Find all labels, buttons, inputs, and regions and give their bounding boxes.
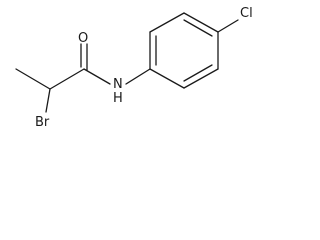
bond-nitrogen-to-ring xyxy=(125,68,151,85)
atom-label-nitrogen: N xyxy=(113,77,123,92)
ring-inner-double-bond-bottom-right xyxy=(183,64,213,82)
bond-ring-to-chlorine xyxy=(217,19,239,33)
atom-label-hydrogen: H xyxy=(113,91,123,106)
ring-bond-5 xyxy=(183,68,219,89)
ring-bond-2 xyxy=(149,12,185,33)
ring-bond-6 xyxy=(149,68,185,89)
bond-quaternary-to-methyl xyxy=(15,68,51,90)
atom-label-bromine: Br xyxy=(35,115,50,130)
bond-carbonyl-to-nitrogen xyxy=(83,68,111,85)
chemical-structure-diagram: O N H Cl Br xyxy=(15,6,253,130)
bond-carbonyl-to-quaternary-carbon xyxy=(49,68,85,90)
ring-inner-double-bond-top-right xyxy=(183,19,213,37)
atom-label-oxygen: O xyxy=(78,31,88,46)
bond-quaternary-to-bromine xyxy=(45,88,51,113)
ring-bond-3 xyxy=(183,12,219,33)
atom-label-chlorine: Cl xyxy=(240,6,253,21)
